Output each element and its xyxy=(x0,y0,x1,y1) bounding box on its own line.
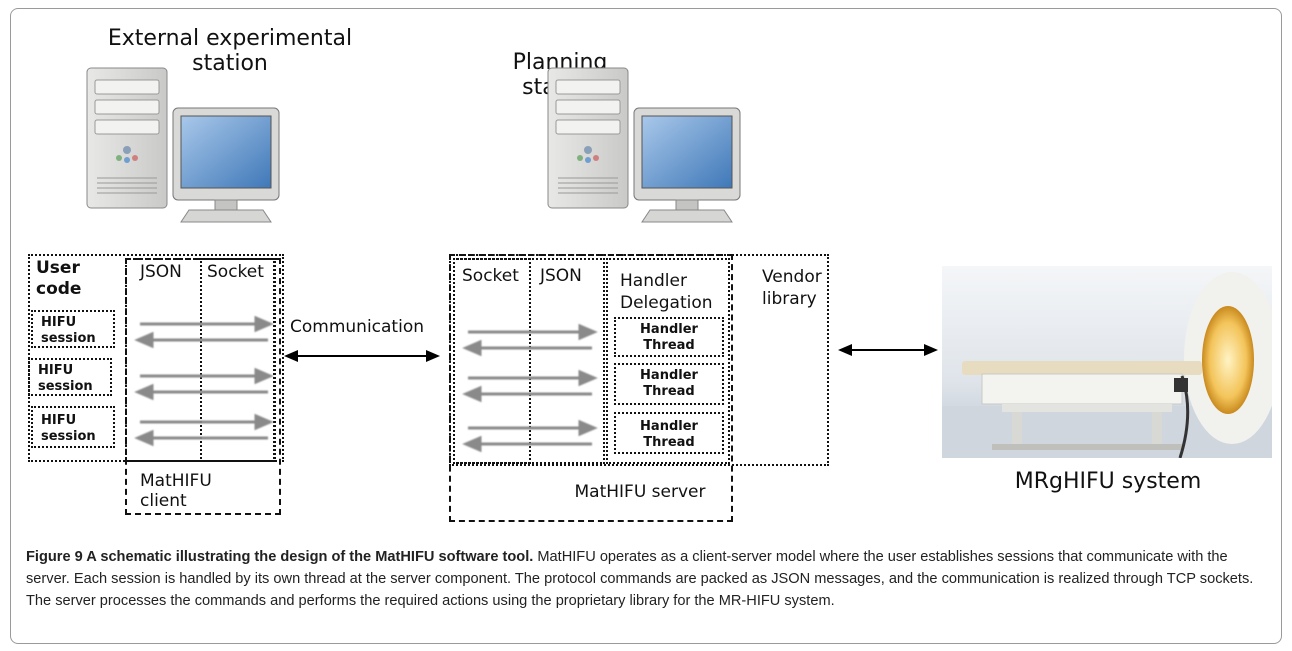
hifu-session-box: HIFU session xyxy=(31,406,115,448)
system-link-arrow xyxy=(838,344,938,356)
server-json-box xyxy=(453,258,605,464)
server-json-label: JSON xyxy=(540,266,582,286)
right-arrow-head xyxy=(578,419,598,437)
handler-thread-box: Handler Thread xyxy=(614,412,724,454)
communication-label: Communication xyxy=(290,317,424,337)
right-arrow-head xyxy=(254,315,274,333)
mrghifu-system-label: MRgHIFU system xyxy=(1014,469,1202,494)
mathifu-client-label: MatHIFU client xyxy=(140,471,212,511)
left-arrow-head xyxy=(134,383,154,401)
computer-icon xyxy=(86,67,280,223)
vendor-library-box xyxy=(449,254,829,466)
computer-icon xyxy=(547,67,741,223)
client-message-arrows xyxy=(134,315,274,447)
hifu-session-box: HIFU session xyxy=(31,310,115,348)
mri-scanner-photo xyxy=(942,266,1272,458)
left-arrow-head xyxy=(462,435,482,453)
client-socket-label: Socket xyxy=(207,262,264,282)
user-code-label: User code xyxy=(36,258,82,299)
external-station-title: External experimental station xyxy=(107,26,353,76)
right-arrow-head xyxy=(578,369,598,387)
left-arrow-head xyxy=(462,339,482,357)
vendor-library-label: Vendor library xyxy=(762,267,822,309)
handler-area-box xyxy=(606,258,730,464)
right-arrow-head xyxy=(254,413,274,431)
right-arrow-head xyxy=(254,367,274,385)
left-arrow-head xyxy=(134,331,154,349)
handler-delegation-label: Handler Delegation xyxy=(620,271,713,313)
client-socket-box xyxy=(200,258,276,462)
right-arrow-head xyxy=(578,323,598,341)
figure-frame xyxy=(10,8,1282,644)
figure-caption-text: MatHIFU operates as a client-server mode… xyxy=(26,549,1254,609)
communication-arrow xyxy=(284,350,440,362)
server-message-arrows xyxy=(462,323,598,453)
handler-thread-box: Handler Thread xyxy=(614,317,724,357)
figure-title: Figure 9 A schematic illustrating the de… xyxy=(26,549,534,565)
figure-caption: Figure 9 A schematic illustrating the de… xyxy=(26,546,1266,612)
client-json-label: JSON xyxy=(140,262,182,282)
mathifu-server-label: MatHIFU server xyxy=(574,482,706,502)
left-arrow-head xyxy=(462,385,482,403)
handler-thread-box: Handler Thread xyxy=(614,363,724,405)
left-arrow-head xyxy=(134,429,154,447)
server-socket-label: Socket xyxy=(462,266,519,286)
hifu-session-box: HIFU session xyxy=(28,358,112,396)
